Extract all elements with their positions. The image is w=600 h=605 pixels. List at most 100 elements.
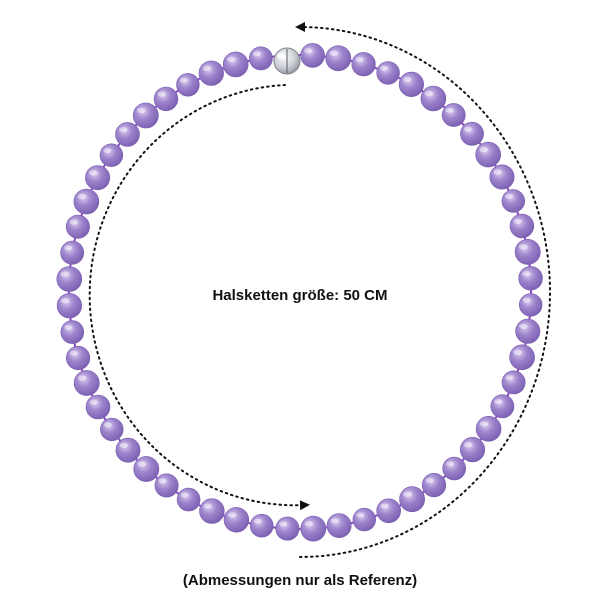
amethyst-bead bbox=[515, 318, 541, 344]
amethyst-bead bbox=[198, 60, 224, 86]
amethyst-bead bbox=[514, 238, 541, 265]
amethyst-bead bbox=[518, 266, 543, 291]
amethyst-bead bbox=[56, 266, 83, 292]
amethyst-bead bbox=[115, 122, 140, 147]
bead-highlight bbox=[304, 48, 313, 54]
bead-highlight bbox=[77, 193, 87, 200]
amethyst-bead bbox=[399, 486, 426, 513]
bead-highlight bbox=[64, 245, 73, 251]
amethyst-bead bbox=[376, 61, 400, 85]
bead-highlight bbox=[519, 323, 528, 330]
amethyst-bead bbox=[489, 164, 515, 190]
bead-highlight bbox=[513, 349, 523, 356]
amethyst-bead bbox=[73, 370, 100, 396]
bead-highlight bbox=[402, 76, 412, 83]
bead-highlight bbox=[253, 518, 262, 524]
amethyst-bead bbox=[501, 189, 525, 213]
amethyst-bead bbox=[300, 515, 327, 542]
amethyst-bead bbox=[56, 293, 83, 319]
amethyst-bead bbox=[248, 46, 273, 71]
bead-highlight bbox=[463, 126, 472, 132]
bead-highlight bbox=[380, 503, 389, 509]
bead-highlight bbox=[445, 107, 454, 113]
bead-highlight bbox=[380, 65, 389, 71]
bead-highlight bbox=[180, 492, 189, 498]
amethyst-bead bbox=[490, 394, 515, 419]
amethyst-bead bbox=[176, 73, 200, 97]
amethyst-bead bbox=[275, 516, 300, 541]
amethyst-bead bbox=[154, 473, 179, 498]
bead-highlight bbox=[119, 127, 128, 133]
bead-highlight bbox=[69, 219, 78, 225]
bead-highlight bbox=[60, 298, 70, 304]
amethyst-bead bbox=[222, 51, 249, 78]
bead-group bbox=[56, 43, 543, 542]
amethyst-bead bbox=[85, 394, 111, 420]
amethyst-bead bbox=[501, 370, 526, 395]
bead-highlight bbox=[252, 51, 261, 57]
bead-highlight bbox=[522, 271, 531, 277]
bead-highlight bbox=[355, 56, 364, 63]
bead-highlight bbox=[119, 442, 128, 449]
bead-highlight bbox=[202, 65, 212, 72]
bead-highlight bbox=[77, 375, 87, 381]
amethyst-bead bbox=[73, 188, 100, 215]
bead-highlight bbox=[479, 146, 489, 153]
bead-highlight bbox=[103, 148, 112, 154]
bead-highlight bbox=[64, 325, 73, 330]
amethyst-bead bbox=[421, 473, 447, 498]
bead-highlight bbox=[479, 421, 489, 427]
amethyst-bead bbox=[60, 240, 85, 265]
amethyst-bead bbox=[199, 498, 225, 524]
necklace-size-label: Halsketten größe: 50 CM bbox=[212, 287, 388, 304]
amethyst-bead bbox=[398, 71, 425, 97]
bead-highlight bbox=[425, 477, 434, 483]
necklace-cord bbox=[68, 54, 532, 530]
bead-highlight bbox=[493, 169, 503, 175]
amethyst-bead bbox=[115, 437, 141, 463]
dotted-arrow-right-outer bbox=[295, 22, 551, 558]
amethyst-bead bbox=[99, 143, 124, 167]
amethyst-bead bbox=[376, 498, 402, 524]
bead-highlight bbox=[103, 422, 112, 428]
amethyst-bead bbox=[100, 417, 124, 442]
amethyst-bead bbox=[420, 85, 447, 112]
amethyst-bead bbox=[351, 52, 376, 77]
bead-highlight bbox=[356, 512, 365, 518]
bead-highlight bbox=[513, 218, 522, 224]
bead-highlight bbox=[424, 90, 434, 97]
bead-highlight bbox=[304, 520, 314, 527]
amethyst-bead bbox=[475, 415, 502, 442]
amethyst-bead bbox=[65, 345, 91, 371]
bead-highlight bbox=[522, 297, 531, 303]
reference-disclaimer: (Abmessungen nur als Referenz) bbox=[182, 572, 418, 589]
bead-highlight bbox=[179, 77, 188, 83]
bead-highlight bbox=[60, 271, 70, 277]
amethyst-bead bbox=[223, 507, 250, 533]
bead-highlight bbox=[89, 170, 98, 176]
bead-highlight bbox=[137, 461, 147, 467]
bead-highlight bbox=[463, 442, 473, 448]
magnetic-ball-clasp-icon bbox=[273, 47, 301, 75]
bead-highlight bbox=[226, 56, 236, 63]
bead-highlight bbox=[89, 399, 99, 405]
bead-highlight bbox=[518, 244, 528, 250]
amethyst-bead bbox=[85, 165, 111, 191]
bead-highlight bbox=[279, 521, 288, 527]
amethyst-bead bbox=[509, 213, 535, 239]
bead-highlight bbox=[446, 461, 455, 467]
amethyst-bead bbox=[460, 121, 484, 146]
dotted-arrow-left-inner bbox=[88, 84, 310, 511]
amethyst-bead bbox=[326, 513, 352, 539]
amethyst-bead bbox=[132, 102, 159, 129]
amethyst-bead bbox=[249, 513, 274, 538]
amethyst-bead bbox=[153, 86, 179, 112]
amethyst-bead bbox=[300, 43, 325, 68]
bead-highlight bbox=[330, 518, 339, 524]
bead-highlight bbox=[505, 193, 514, 199]
amethyst-bead bbox=[60, 320, 85, 344]
amethyst-bead bbox=[176, 487, 201, 512]
bead-highlight bbox=[203, 503, 212, 509]
